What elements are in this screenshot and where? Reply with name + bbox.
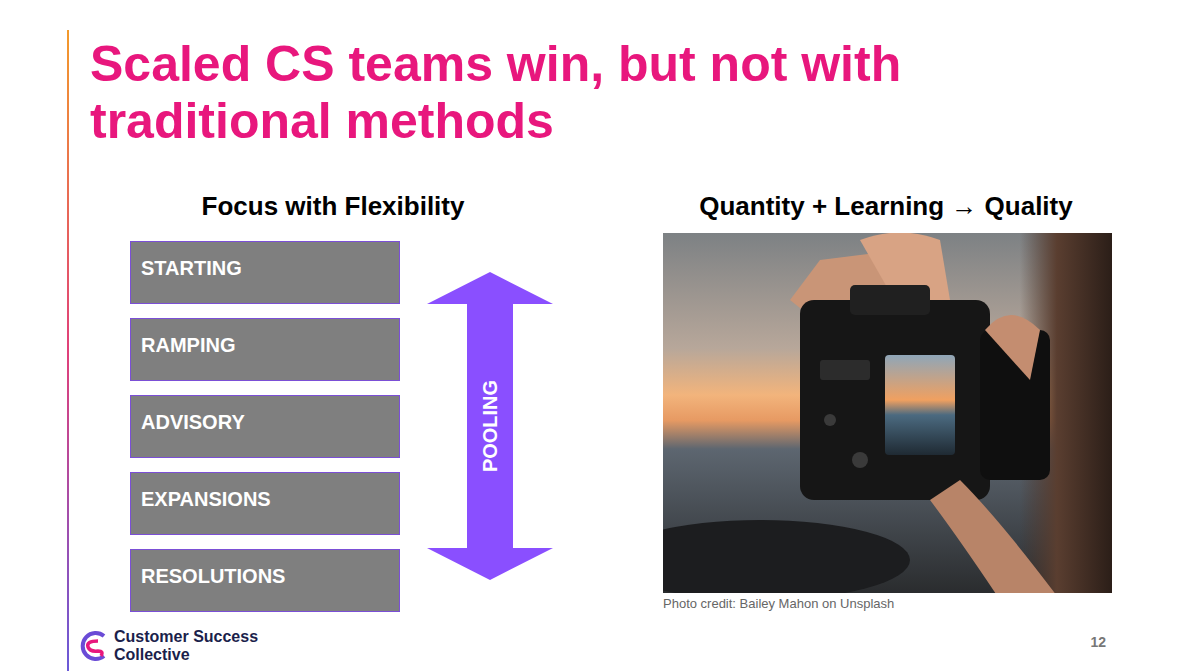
- page-number: 12: [1070, 634, 1106, 650]
- box-label: ADVISORY: [141, 411, 389, 434]
- stage-box: ADVISORY: [130, 395, 400, 458]
- photo: [663, 233, 1112, 593]
- box-label: RESOLUTIONS: [141, 565, 389, 588]
- stage-box: RAMPING: [130, 318, 400, 381]
- arrow-fill: [427, 272, 553, 580]
- slide-title: Scaled CS teams win, but not with tradit…: [90, 36, 1100, 150]
- photo-credit: Photo credit: Bailey Mahon on Unsplash: [663, 597, 1103, 612]
- logo-text: Customer Success Collective: [114, 628, 264, 665]
- accent-bar: [67, 30, 69, 671]
- box-label: STARTING: [141, 257, 389, 280]
- box-label: RAMPING: [141, 334, 389, 357]
- double-arrow: POOLING: [427, 272, 553, 580]
- column-heading: Quantity + Learning → Quality: [636, 192, 1136, 222]
- column-heading: Focus with Flexibility: [133, 192, 533, 222]
- logo-icon: [83, 633, 104, 659]
- arrow-label: POOLING: [479, 380, 502, 472]
- stage-box: RESOLUTIONS: [130, 549, 400, 612]
- box-label: EXPANSIONS: [141, 488, 389, 511]
- stage-box: EXPANSIONS: [130, 472, 400, 535]
- stage-box: STARTING: [130, 241, 400, 304]
